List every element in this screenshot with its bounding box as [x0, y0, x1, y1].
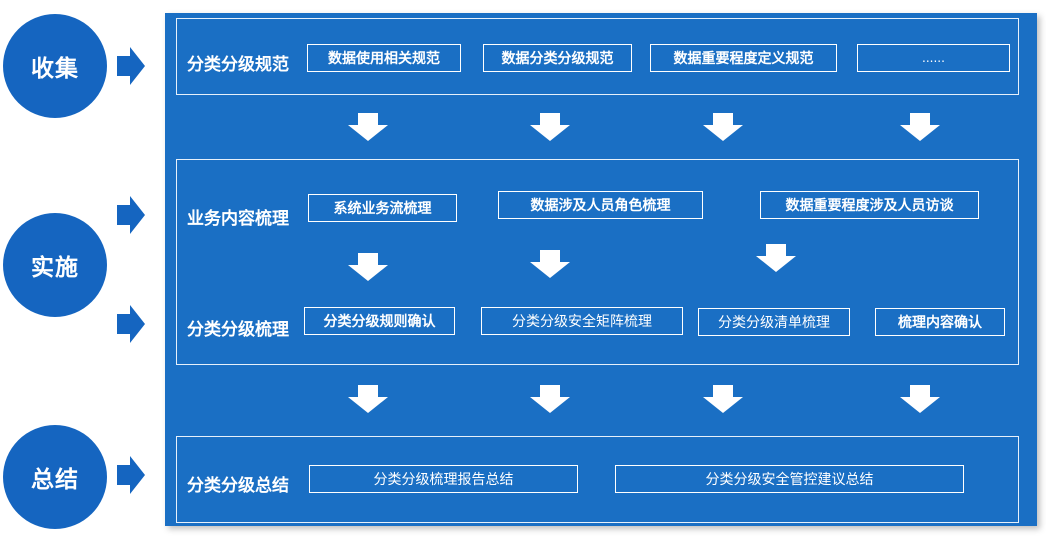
section-review-frame [176, 159, 1019, 365]
down-arrow-icon [530, 113, 570, 141]
down-arrow-icon [900, 385, 940, 413]
classification-review-item: 分类分级清单梳理 [698, 308, 850, 336]
business-review-item: 系统业务流梳理 [308, 194, 457, 222]
classification-review-label: 分类分级梳理 [187, 320, 289, 340]
classification-review-item: 分类分级安全矩阵梳理 [481, 307, 683, 335]
standard-item: 数据使用相关规范 [307, 44, 461, 72]
standard-item: 数据重要程度定义规范 [650, 44, 837, 72]
section-summary-frame [176, 436, 1019, 523]
standard-item: ...... [857, 44, 1010, 72]
process-panel: 分类分级规范 数据使用相关规范 数据分类分级规范 数据重要程度定义规范 ....… [165, 13, 1037, 526]
standard-item: 数据分类分级规范 [483, 44, 632, 72]
down-arrow-icon [756, 244, 796, 272]
right-arrow-icon [117, 47, 145, 85]
down-arrow-icon [530, 385, 570, 413]
summary-item: 分类分级梳理报告总结 [309, 465, 578, 493]
business-review-label: 业务内容梳理 [187, 209, 289, 229]
down-arrow-icon [900, 113, 940, 141]
section-standards-label: 分类分级规范 [187, 55, 289, 75]
down-arrow-icon [703, 113, 743, 141]
business-review-item: 数据涉及人员角色梳理 [498, 191, 703, 219]
down-arrow-icon [348, 253, 388, 281]
phase-collect-circle: 收集 [3, 14, 107, 118]
down-arrow-icon [530, 250, 570, 278]
right-arrow-icon [117, 305, 145, 343]
right-arrow-icon [117, 456, 145, 494]
section-standards-frame [176, 18, 1019, 95]
summary-item: 分类分级安全管控建议总结 [615, 465, 964, 493]
down-arrow-icon [703, 385, 743, 413]
down-arrow-icon [348, 113, 388, 141]
phase-implement-circle: 实施 [3, 213, 107, 317]
classification-review-item: 分类分级规则确认 [304, 307, 455, 335]
classification-review-item: 梳理内容确认 [875, 308, 1005, 336]
business-review-item: 数据重要程度涉及人员访谈 [760, 191, 979, 219]
phase-summary-circle: 总结 [3, 425, 107, 529]
down-arrow-icon [348, 385, 388, 413]
summary-label: 分类分级总结 [187, 476, 289, 496]
right-arrow-icon [117, 196, 145, 234]
